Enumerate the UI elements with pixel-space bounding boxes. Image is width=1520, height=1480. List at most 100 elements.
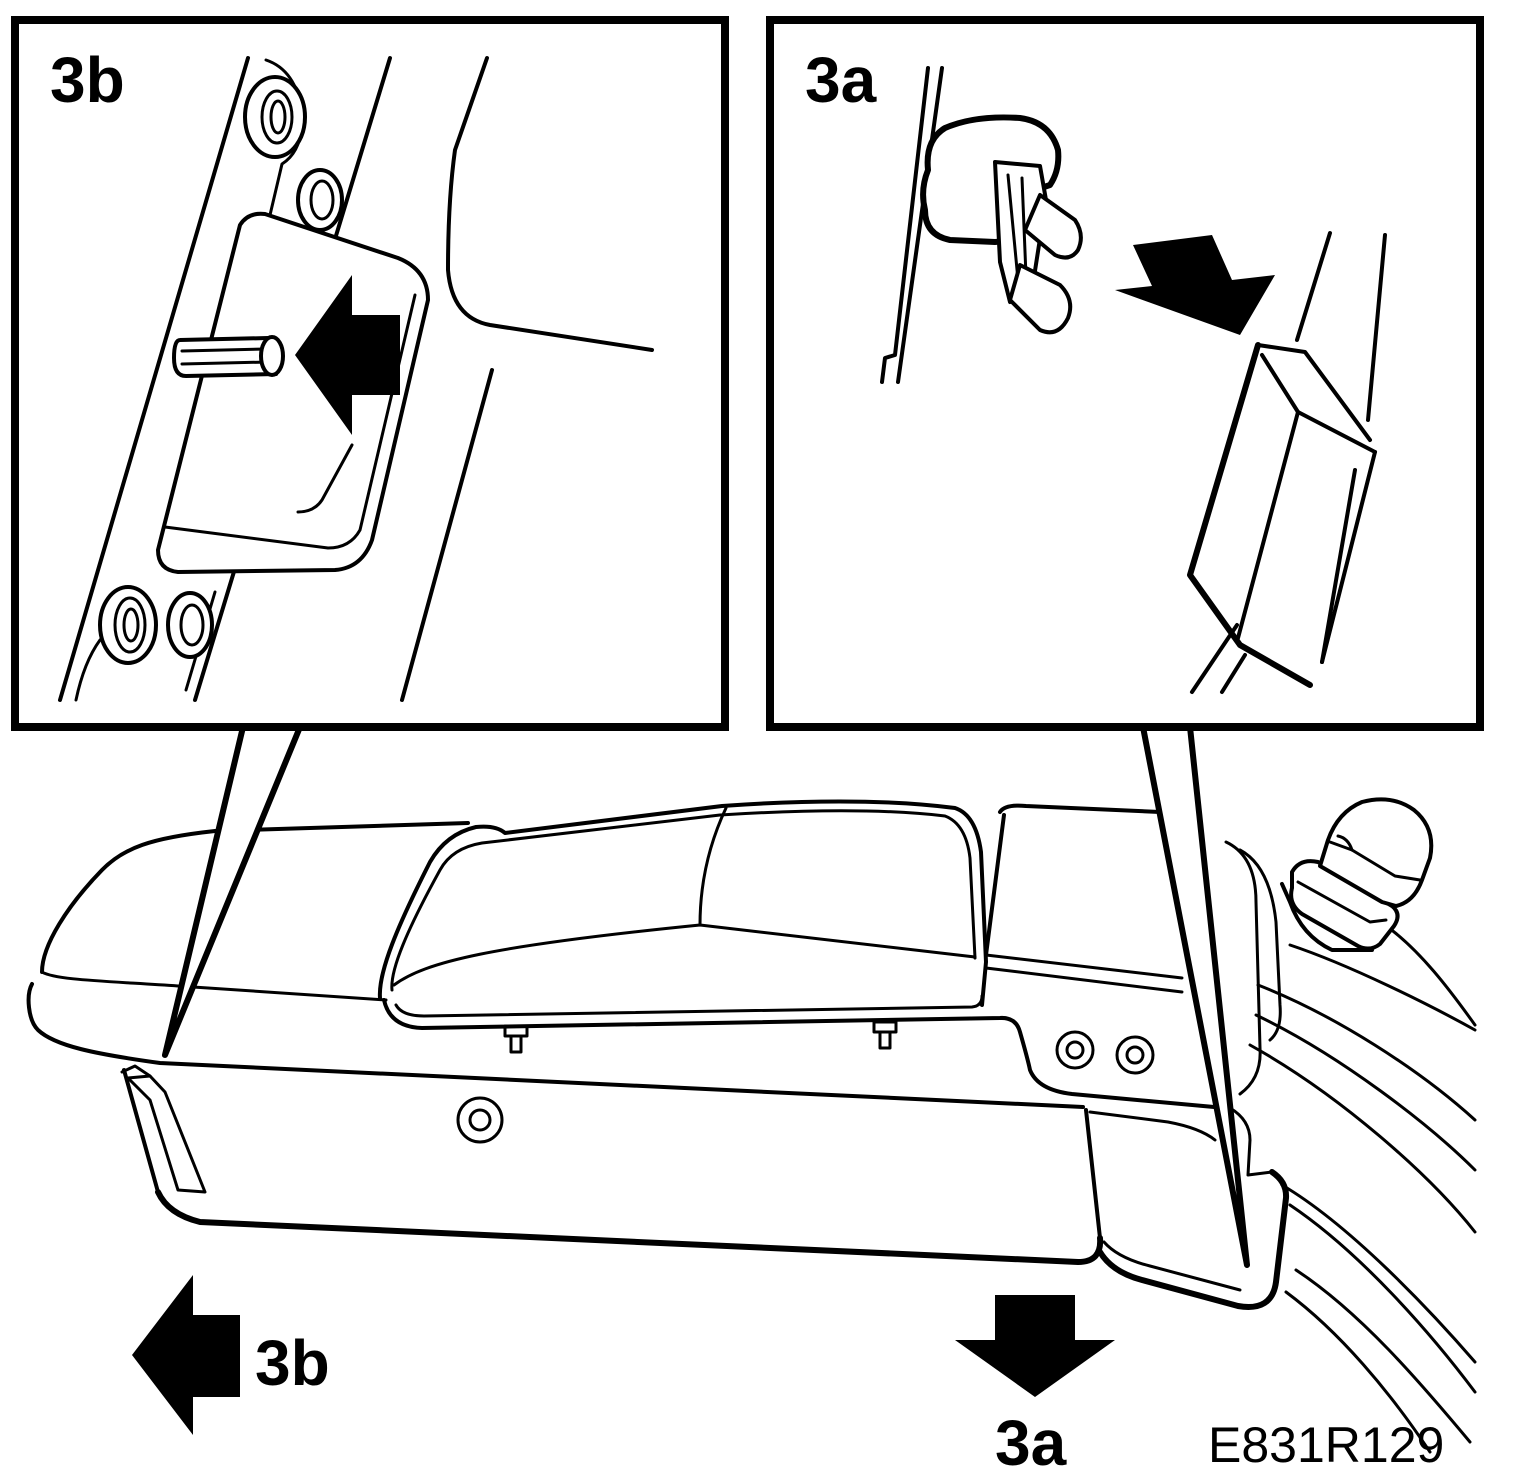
- mount-boss: [98, 585, 158, 665]
- side-panel-front-edge: [122, 1068, 160, 1194]
- lid-pin: [872, 1020, 898, 1050]
- boss-support: [74, 638, 102, 702]
- lid-pin: [503, 1024, 529, 1054]
- mount-boss: [296, 168, 344, 232]
- inset-detail-3b: 3b: [11, 16, 729, 731]
- pin-head: [503, 1024, 529, 1038]
- callout-label: 3b: [255, 1327, 330, 1399]
- knob-cap: [1318, 797, 1434, 908]
- screw-center: [1065, 1040, 1085, 1060]
- inset-3a-artwork: [880, 66, 1387, 694]
- body-front-edge: [26, 982, 1085, 1109]
- boss-ring: [309, 179, 335, 221]
- rail-line: [1383, 923, 1477, 1027]
- rear-screw: [1055, 1030, 1095, 1070]
- arrow-down-icon: [955, 1295, 1115, 1397]
- block-outline: [1187, 342, 1313, 688]
- knob-stem: [1280, 882, 1374, 952]
- rear-lower-seam: [1088, 1110, 1217, 1142]
- armrest-assembly: [26, 797, 1477, 1454]
- front-clip-tab: [120, 1064, 152, 1078]
- direction-arrow-left: [295, 275, 400, 435]
- knob-cap-edge: [1328, 840, 1422, 882]
- side-screw: [456, 1096, 504, 1144]
- rear-lower-inner: [1102, 1240, 1242, 1292]
- pin-groove: [180, 347, 268, 353]
- pin-head: [872, 1020, 898, 1034]
- rear-rails: [1248, 923, 1477, 1454]
- pin-end: [259, 335, 285, 377]
- retaining-pin: [172, 335, 285, 378]
- boss-hole: [122, 607, 140, 643]
- block-top-edge: [1256, 343, 1372, 442]
- rail-line: [1256, 983, 1477, 1122]
- callout-label: 3a: [995, 1407, 1067, 1479]
- direction-arrow-down: [1115, 235, 1275, 335]
- mount-boss: [166, 591, 214, 659]
- lid-outer-edge: [377, 799, 988, 1007]
- lid-front-face: [392, 923, 977, 987]
- panel-edge: [1295, 231, 1332, 342]
- boss-rim: [243, 75, 307, 159]
- boss-ring: [179, 603, 205, 647]
- pin-shaft: [878, 1030, 892, 1050]
- boss-hole: [269, 99, 287, 135]
- rear-housing-lower-seam: [984, 966, 1184, 994]
- panel-edge: [58, 56, 250, 702]
- inset-detail-3a: 3a: [766, 16, 1484, 731]
- rail-line: [1280, 1183, 1477, 1364]
- panel-edge: [880, 66, 930, 384]
- figure-code: E831R129: [1208, 1417, 1444, 1473]
- panel-edge: [446, 56, 654, 352]
- panel-edge: [1366, 233, 1387, 422]
- lid-base-edge: [382, 998, 1227, 1110]
- lid-inner-edge: [390, 809, 977, 992]
- boss-rim: [296, 168, 344, 232]
- rear-housing-bottom: [984, 953, 1184, 980]
- arrow-left-icon: [132, 1275, 240, 1435]
- screw-head: [1115, 1035, 1155, 1075]
- armrest-lid: [377, 799, 1227, 1110]
- boss-ring: [260, 89, 294, 145]
- rear-housing-top: [998, 803, 1162, 814]
- panel-edge: [1320, 468, 1357, 664]
- clip-lower-tab: [1008, 263, 1073, 335]
- handle-recess: [126, 1074, 207, 1194]
- panel-edge: [1190, 623, 1239, 694]
- screw-center: [468, 1108, 492, 1132]
- rail-line: [1248, 1043, 1477, 1234]
- screw-head: [456, 1096, 504, 1144]
- mount-boss: [243, 75, 307, 159]
- rear-band: [1224, 840, 1262, 1096]
- panel-edge: [896, 66, 944, 384]
- side-panel-bottom-edge: [155, 1189, 1104, 1265]
- screw-center: [1125, 1045, 1145, 1065]
- lid-crease: [698, 806, 728, 927]
- clip-housing-block: [1187, 342, 1377, 688]
- rear-housing-front: [984, 813, 1006, 957]
- side-panel-rear-edge: [1084, 1108, 1102, 1240]
- inset-frame: [766, 16, 1484, 731]
- cover-plate: [156, 211, 430, 574]
- rear-lower-edge: [1097, 1169, 1290, 1310]
- screw-head: [1055, 1030, 1095, 1070]
- lid-base-inner-edge: [394, 994, 984, 1018]
- rail-line: [1288, 1203, 1477, 1394]
- callout-wedge-3b: [162, 724, 303, 1058]
- rear-housing: [984, 803, 1290, 1310]
- callout-3b: 3b: [132, 1275, 330, 1435]
- clip-stem-rib: [1020, 176, 1028, 278]
- adjuster-knob: [1280, 797, 1434, 952]
- rail-line: [1294, 1268, 1472, 1444]
- inset-label: 3a: [805, 44, 877, 116]
- cover-plate-bevel: [163, 293, 417, 550]
- front-cap-top: [40, 821, 470, 974]
- rail-line: [1254, 1013, 1477, 1172]
- clip-upper-tab: [1023, 193, 1083, 260]
- pin-shaft: [509, 1034, 523, 1054]
- panel-edge: [400, 368, 494, 702]
- knob-collar: [1289, 859, 1400, 951]
- inset-label: 3b: [50, 44, 125, 116]
- callout-3a: 3a: [955, 1295, 1115, 1479]
- boss-ring: [113, 596, 147, 654]
